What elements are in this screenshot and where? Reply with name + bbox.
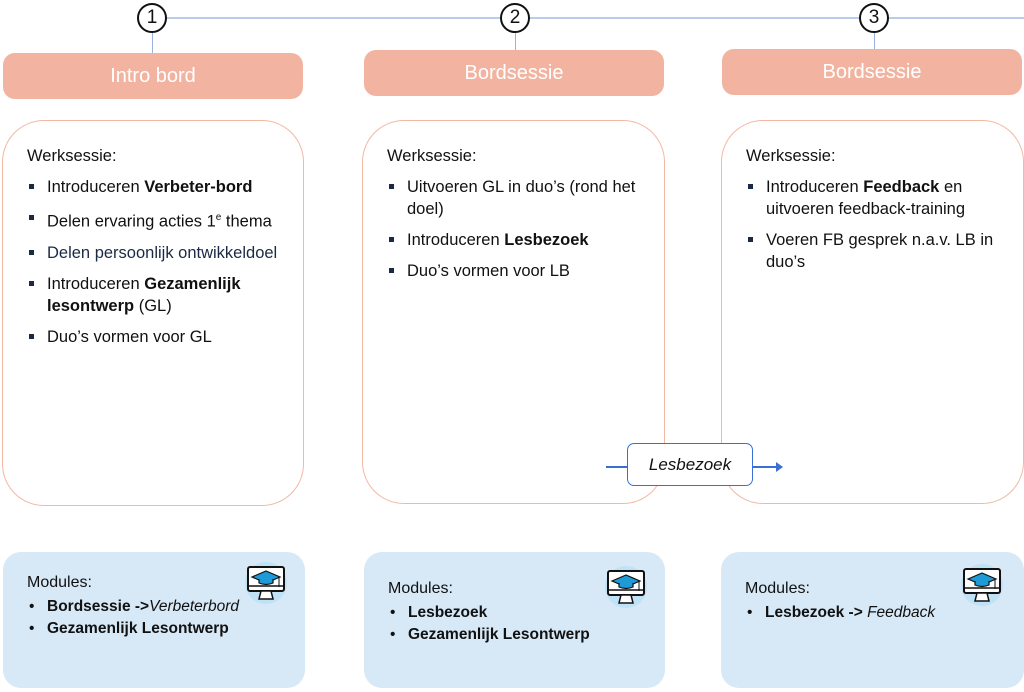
phase-header-label: Intro bord (110, 64, 196, 87)
list-item: Duo’s vormen voor LB (387, 260, 644, 282)
step-number-1: 1 (137, 3, 167, 33)
phase-header-label: Bordsessie (822, 60, 922, 83)
work-session-list: Uitvoeren GL in duo’s (rond het doel) In… (387, 176, 644, 282)
list-item: Introduceren Feedback en uitvoeren feedb… (746, 176, 1003, 220)
modules-list: Lesbezoek Gezamenlijk Lesontwerp (388, 602, 645, 646)
phase-header-2: Bordsessie (364, 50, 664, 96)
modules-title: Modules: (27, 574, 92, 591)
list-item: Bordsessie ->Verbeterbord (27, 596, 285, 618)
work-session-card-2: Werksessie: Uitvoeren GL in duo’s (rond … (362, 120, 665, 504)
list-item: Introduceren Lesbezoek (387, 229, 644, 251)
arrow-head-icon (776, 462, 783, 472)
list-item: Lesbezoek -> Feedback (745, 602, 1004, 624)
list-item: Duo’s vormen voor GL (27, 326, 283, 348)
list-item: Delen ervaring acties 1e thema (27, 207, 283, 233)
timeline-line (153, 17, 1024, 19)
modules-list: Lesbezoek -> Feedback (745, 602, 1004, 624)
work-session-title: Werksessie: (27, 147, 117, 165)
graduation-cap-monitor-icon (961, 564, 1003, 606)
work-session-card-3: Werksessie: Introduceren Feedback en uit… (721, 120, 1024, 504)
modules-title: Modules: (388, 580, 453, 597)
connector-line-2 (515, 33, 516, 51)
connector-line-3 (874, 33, 875, 50)
work-session-title: Werksessie: (387, 147, 477, 165)
list-item: Lesbezoek (388, 602, 645, 624)
list-item: Delen persoonlijk ontwikkeldoel (27, 242, 283, 264)
step-number-3: 3 (859, 3, 889, 33)
connector-line-1 (152, 33, 153, 53)
work-session-list: Introduceren Verbeter-bord Delen ervarin… (27, 176, 283, 348)
modules-list: Bordsessie ->Verbeterbord Gezamenlijk Le… (27, 596, 285, 640)
connector-arrow-in (606, 466, 628, 468)
list-item: Voeren FB gesprek n.a.v. LB in duo’s (746, 229, 1003, 273)
work-session-list: Introduceren Feedback en uitvoeren feedb… (746, 176, 1003, 273)
lesbezoek-connector-box: Lesbezoek (627, 443, 753, 486)
work-session-title: Werksessie: (746, 147, 836, 165)
phase-header-3: Bordsessie (722, 49, 1022, 95)
step-number-2: 2 (500, 3, 530, 33)
list-item: Gezamenlijk Lesontwerp (27, 618, 285, 640)
lesbezoek-label: Lesbezoek (648, 454, 732, 474)
graduation-cap-monitor-icon (245, 562, 287, 604)
modules-title: Modules: (745, 580, 810, 597)
list-item: Introduceren Gezamenlijk lesontwerp (GL) (27, 273, 283, 317)
connector-arrow-out (753, 466, 777, 468)
graduation-cap-monitor-icon (605, 566, 647, 608)
phase-header-1: Intro bord (3, 53, 303, 99)
work-session-card-1: Werksessie: Introduceren Verbeter-bord D… (2, 120, 304, 506)
list-item: Introduceren Verbeter-bord (27, 176, 283, 198)
phase-header-label: Bordsessie (464, 61, 564, 84)
list-item: Uitvoeren GL in duo’s (rond het doel) (387, 176, 644, 220)
list-item: Gezamenlijk Lesontwerp (388, 624, 645, 646)
